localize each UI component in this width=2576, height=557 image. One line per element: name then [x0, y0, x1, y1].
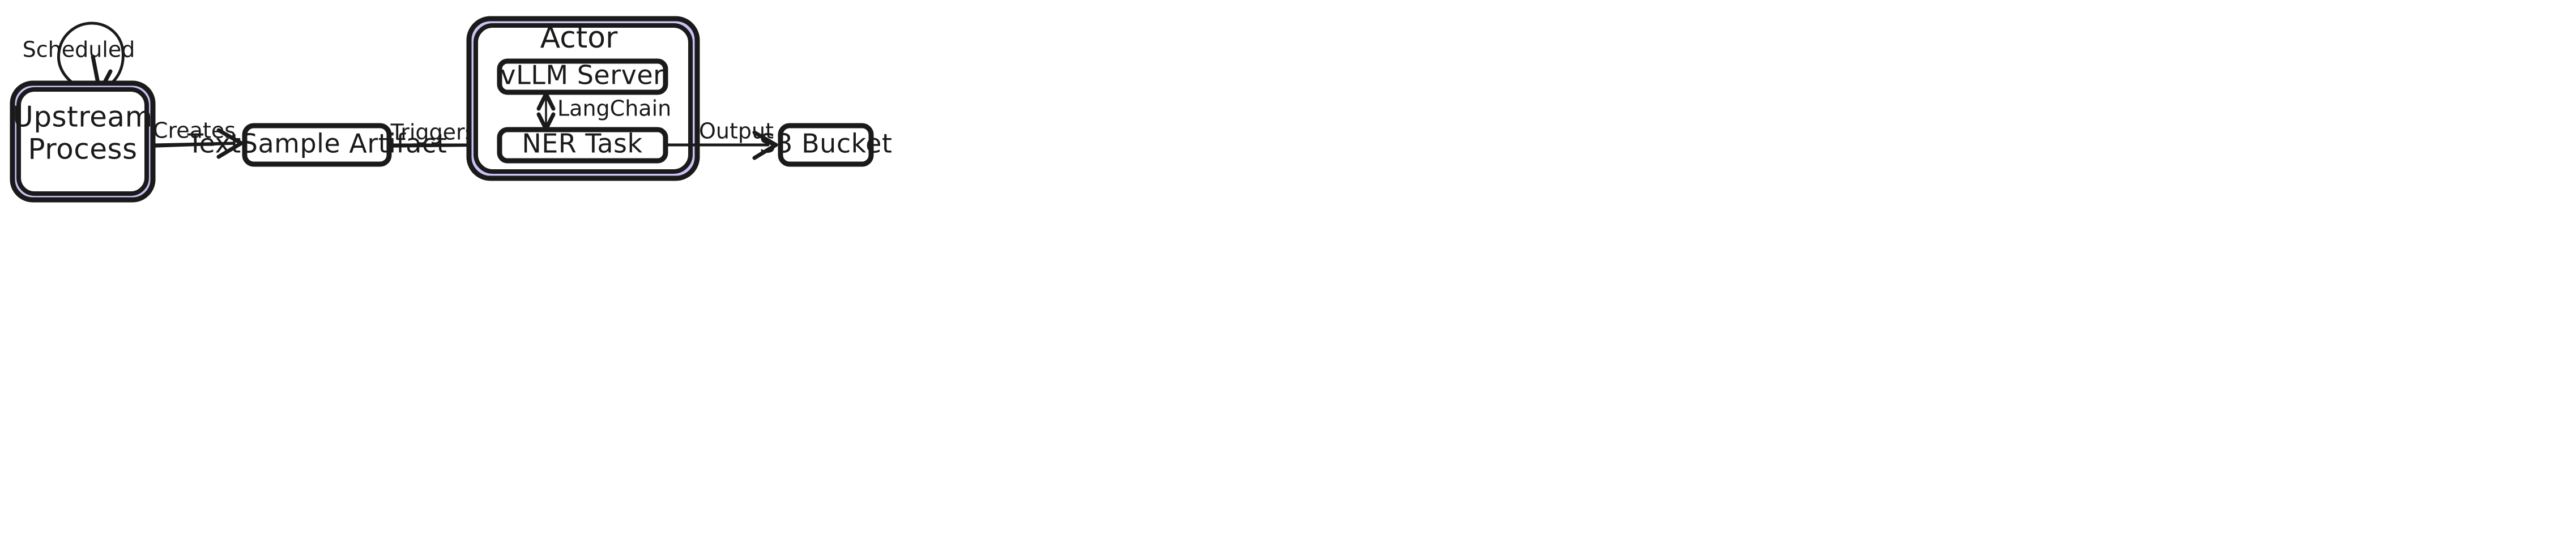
edge-output: Output	[664, 119, 778, 160]
scheduled-loop-path	[57, 22, 125, 92]
node-vllm-server[interactable]: vLLM Server	[497, 58, 668, 95]
langchain-arrow-head-down	[536, 112, 556, 131]
node-upstream-process[interactable]: Upstream Process	[10, 80, 156, 203]
ner-task-label: NER Task	[522, 128, 642, 159]
actor-container-outer-border	[466, 16, 700, 181]
upstream-process-body	[16, 87, 149, 196]
output-arrow-head	[752, 130, 778, 160]
edge-label-langchain: LangChain	[557, 96, 671, 121]
node-s3-bucket[interactable]: S3 Bucket	[760, 123, 893, 167]
s3-bucket-body	[778, 123, 874, 167]
edge-langchain: LangChain	[536, 92, 671, 131]
vllm-server-label: vLLM Server	[500, 60, 664, 91]
langchain-arrow-head-up	[536, 92, 556, 111]
edge-label-creates: Creates	[153, 118, 236, 143]
creates-arrow-head	[216, 128, 244, 159]
vllm-server-body	[497, 58, 668, 95]
upstream-process-label-line2: Process	[28, 133, 137, 166]
actor-container-title: Actor	[540, 21, 618, 55]
container-actor[interactable]: Actor vLLM Server LangChain NER Task	[466, 16, 700, 181]
node-ner-task[interactable]: NER Task	[497, 127, 668, 164]
s3-bucket-label: S3 Bucket	[760, 128, 893, 159]
edge-label-output: Output	[699, 119, 774, 144]
edge-creates: Creates	[151, 118, 244, 159]
upstream-process-accent-border	[12, 83, 153, 200]
edge-label-scheduled: Scheduled	[23, 37, 135, 62]
upstream-process-label-line1: Upstream	[12, 101, 153, 134]
edge-label-triggers: Triggers	[390, 120, 476, 145]
edge-scheduled: Scheduled	[23, 22, 135, 94]
upstream-process-outer-border	[10, 80, 156, 203]
creates-path-shadow	[153, 143, 236, 148]
actor-container-accent-border	[468, 18, 698, 179]
